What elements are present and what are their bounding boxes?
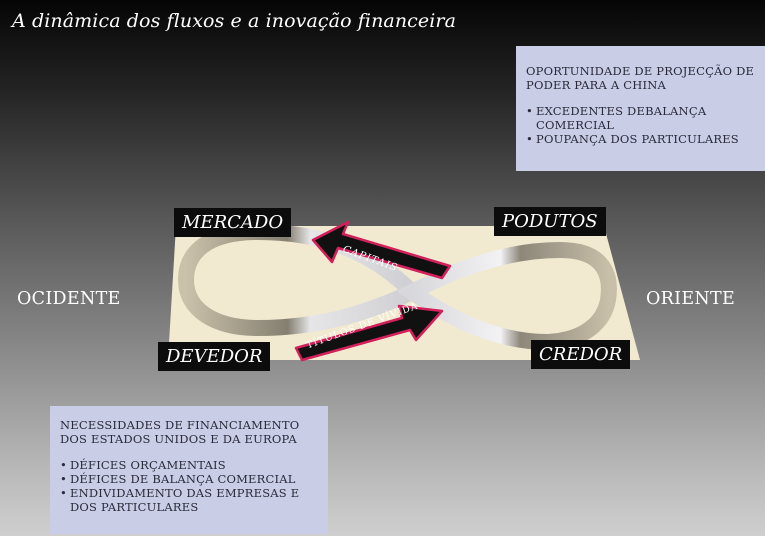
west-info-box: NECESSIDADES DE FINANCIAMENTO DOS ESTADO… xyxy=(50,406,328,534)
list-item: EXCEDENTES DEBALANÇA COMERCIAL xyxy=(526,104,755,132)
label-ocidente: OCIDENTE xyxy=(17,289,121,309)
list-item: DÉFICES ORÇAMENTAIS xyxy=(60,458,320,472)
list-item: DÉFICES DE BALANÇA COMERCIAL xyxy=(60,472,320,486)
west-box-heading: NECESSIDADES DE FINANCIAMENTO DOS ESTADO… xyxy=(60,418,300,446)
list-item: POUPANÇA DOS PARTICULARES xyxy=(526,132,755,146)
titulos-arrow xyxy=(294,304,444,362)
china-box-list: EXCEDENTES DEBALANÇA COMERCIAL POUPANÇA … xyxy=(526,104,755,146)
capitais-arrow xyxy=(311,220,452,280)
tag-devedor: DEVEDOR xyxy=(158,342,271,371)
tag-produtos: PODUTOS xyxy=(494,207,606,236)
china-box-heading: OPORTUNIDADE DE PROJECÇÃO DE PODER PARA … xyxy=(526,64,755,92)
china-info-box: OPORTUNIDADE DE PROJECÇÃO DE PODER PARA … xyxy=(516,46,765,171)
tag-mercado: MERCADO xyxy=(174,208,292,237)
diagram-title: A dinâmica dos fluxos e a inovação finan… xyxy=(12,10,457,32)
west-box-list: DÉFICES ORÇAMENTAIS DÉFICES DE BALANÇA C… xyxy=(60,458,320,514)
tag-credor: CREDOR xyxy=(531,340,631,369)
label-oriente: ORIENTE xyxy=(646,289,736,309)
ribbon-band-front xyxy=(396,241,617,351)
list-item: ENDIVIDAMENTO DAS EMPRESAS E DOS PARTICU… xyxy=(60,486,320,514)
